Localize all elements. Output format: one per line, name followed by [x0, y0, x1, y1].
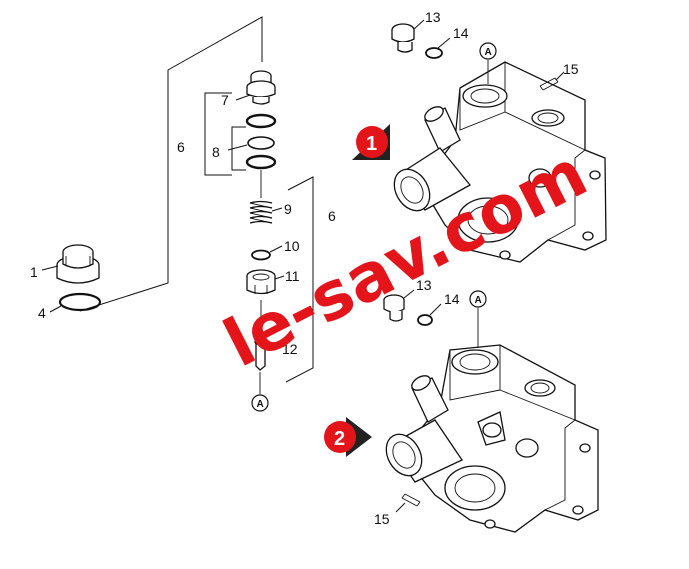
badge-variant-2: 2	[324, 417, 372, 457]
callout-12: 12	[282, 341, 298, 357]
callout-13-upper: 13	[425, 9, 441, 25]
marker-a-lower: A	[469, 290, 487, 308]
valve-cap-part-7	[246, 70, 276, 105]
bracket-group-6-right	[285, 176, 314, 383]
callout-7: 7	[221, 92, 229, 108]
leader-1	[41, 265, 59, 271]
svg-text:1: 1	[366, 133, 377, 155]
svg-text:2: 2	[334, 428, 345, 450]
callout-15-lower: 15	[374, 511, 390, 527]
callout-10: 10	[284, 238, 300, 254]
svg-text:A: A	[485, 47, 492, 58]
marker-a-bottom: A	[251, 394, 269, 412]
leader-8	[227, 144, 248, 151]
o-ring-part-14-upper	[425, 47, 443, 59]
pump-head-lower: A	[383, 289, 599, 533]
leader-10	[269, 245, 283, 253]
bracket-group-6-outer	[79, 16, 263, 312]
callout-9: 9	[284, 201, 292, 217]
pump-head-upper: A	[391, 19, 607, 263]
spring-part-9	[249, 200, 273, 224]
callout-6-right: 6	[328, 208, 336, 224]
svg-text:A: A	[475, 295, 482, 306]
o-ring-part-14-lower	[417, 314, 433, 326]
callout-1: 1	[30, 264, 38, 280]
seal-rings-part-8	[245, 113, 277, 170]
callout-4: 4	[38, 305, 46, 321]
badge-variant-1: 1	[352, 124, 390, 160]
callout-14-lower: 14	[444, 291, 460, 307]
leader-9	[271, 207, 283, 212]
leader-7	[235, 94, 251, 101]
o-ring-part-4	[58, 292, 102, 312]
leader-4	[49, 305, 62, 313]
callout-14-upper: 14	[453, 25, 469, 41]
bolt-part-13-upper	[391, 23, 415, 53]
callout-13-lower: 13	[416, 277, 432, 293]
valve-pin-part-12	[254, 338, 266, 371]
svg-text:A: A	[257, 399, 264, 410]
leader-11	[274, 275, 285, 280]
leader-12	[265, 346, 281, 351]
callout-6-left: 6	[177, 139, 185, 155]
marker-a-upper: A	[479, 42, 497, 60]
bracket-group-6-left	[204, 92, 232, 176]
valve-seat-part-11	[246, 269, 276, 295]
o-ring-part-10	[251, 249, 271, 261]
plug-part-1	[56, 244, 100, 284]
callout-8: 8	[212, 144, 220, 160]
callout-15-upper: 15	[563, 61, 579, 77]
callout-11: 11	[285, 268, 300, 284]
bolt-part-13-lower	[383, 294, 405, 322]
